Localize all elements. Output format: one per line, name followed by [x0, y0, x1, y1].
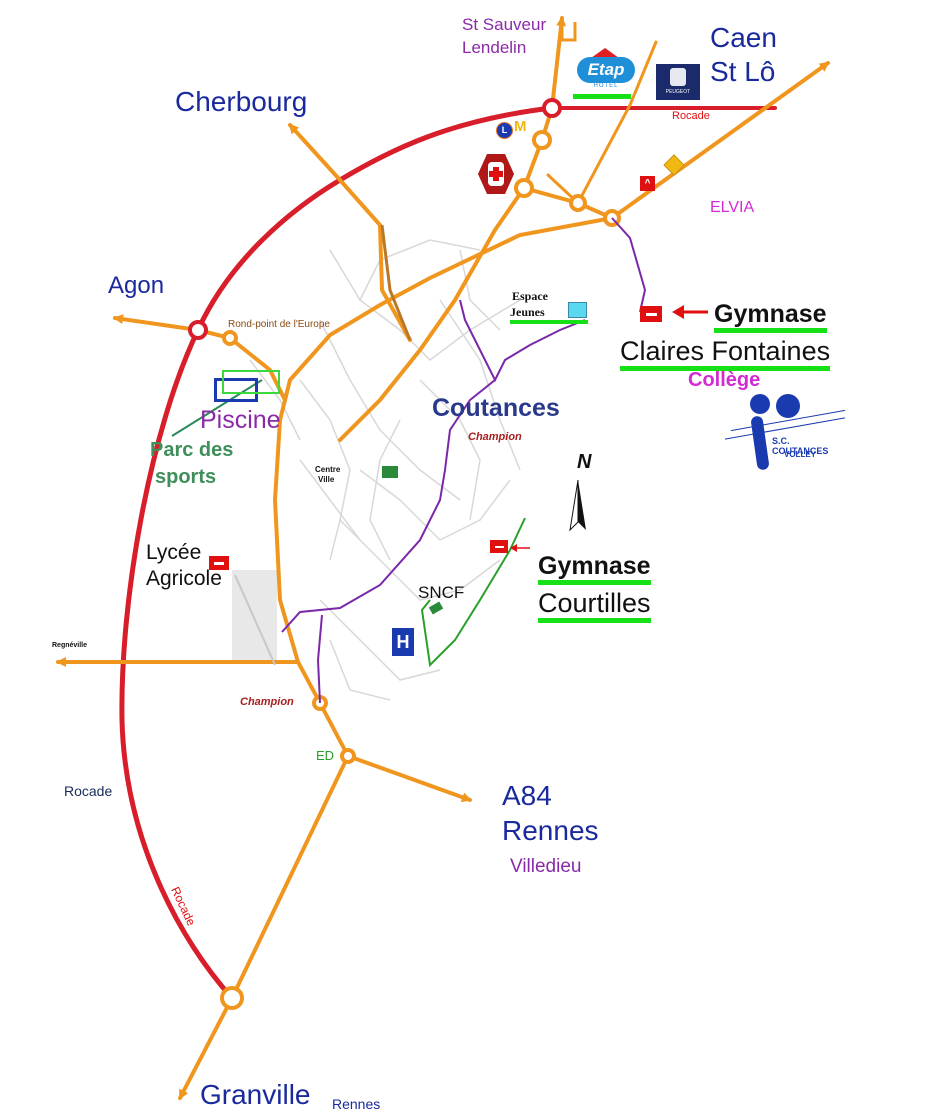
gymnase-courtilles-name: Courtilles	[538, 590, 651, 623]
town-streets	[249, 239, 521, 701]
centre-ville-line1: Centre	[315, 465, 341, 474]
leclerc-logo: L	[496, 122, 513, 139]
orange-spur	[560, 22, 577, 42]
espace-jeunes-line1: Espace	[512, 289, 548, 303]
destination-caen: Caen	[710, 22, 777, 53]
volley-text-line2: VOLLEY	[784, 450, 817, 459]
citroen-logo: ^	[640, 176, 655, 191]
elvia-label: ELVIA	[710, 199, 755, 216]
destination-st-sauveur: St Sauveur	[462, 15, 547, 34]
roundabouts	[220, 130, 621, 1010]
lycee-label-line1: Lycée	[146, 541, 202, 564]
destination-cherbourg: Cherbourg	[175, 86, 308, 117]
gymnase-courtilles-title: Gymnase	[538, 554, 651, 585]
green-path	[420, 517, 526, 668]
gymnase-claires-title: Gymnase	[714, 302, 827, 333]
espace-jeunes-underline	[510, 320, 588, 324]
college-label: Collège	[688, 369, 761, 391]
centre-ville-line2: Ville	[318, 475, 335, 484]
piscine-label: Piscine	[200, 406, 281, 434]
destination-villedieu: Villedieu	[510, 856, 582, 877]
destination-agon: Agon	[108, 272, 165, 299]
hospital-icon: H	[392, 628, 414, 656]
piscine-marker	[214, 378, 258, 402]
lycee-label-line2: Agricole	[146, 567, 222, 590]
north-arrow-icon	[569, 479, 586, 532]
espace-jeunes-line2: Jeunes	[510, 305, 545, 319]
rocade-label-left: Rocade	[64, 783, 113, 799]
parc-marker	[222, 370, 280, 394]
destination-st-lo: St Lô	[710, 56, 776, 87]
etap-hotel-sub: HOTEL	[593, 83, 619, 89]
arterial-roads	[56, 16, 830, 1100]
north-label: N	[577, 451, 592, 473]
volley-text-line1: S.C. COUTANCES	[772, 436, 829, 456]
roundabout-north	[542, 98, 562, 118]
etap-underline	[573, 94, 631, 99]
destination-rennes: Rennes	[502, 815, 599, 846]
automobile-club-logo	[478, 154, 514, 194]
peugeot-logo: PEUGEOT	[656, 64, 700, 100]
champion-bottom-label: Champion	[240, 696, 294, 708]
destination-regneville: Regnéville	[52, 642, 88, 649]
champion-top-label: Champion	[468, 431, 522, 443]
gym-marker-icon-claires	[640, 306, 662, 322]
roundabout-agon	[188, 320, 208, 340]
coutances-label: Coutances	[432, 394, 560, 422]
destination-granville: Granville	[200, 1079, 311, 1110]
destination-a84: A84	[502, 780, 552, 811]
bus-route	[281, 217, 647, 704]
etap-hotel-logo: Etap HOTEL	[577, 48, 635, 92]
lycee-road	[234, 574, 276, 666]
cathedral-icon	[382, 466, 398, 478]
parc-label-line2: sports	[155, 466, 217, 488]
gym-marker-icon-courtilles	[490, 540, 508, 553]
rocade-label-top: Rocade	[672, 110, 710, 122]
gymnase-claires-name: Claires Fontaines	[620, 338, 831, 371]
brown-road	[380, 224, 412, 341]
rocade-road	[119, 105, 777, 1001]
mcdonalds-logo: M	[514, 118, 527, 135]
parc-label-line1: Parc des	[150, 439, 234, 461]
arrow-left-icon	[672, 305, 708, 319]
arrow-left-icon-small	[510, 544, 530, 552]
destination-rennes-small: Rennes	[332, 1096, 381, 1112]
rond-point-europe-label: Rond-point de l'Europe	[228, 319, 330, 330]
volley-club-logo: S.C. COUTANCES VOLLEY	[724, 392, 846, 474]
peugeot-logo-text: PEUGEOT	[665, 89, 691, 95]
sncf-label: SNCF	[418, 583, 465, 602]
destination-lendelin: Lendelin	[462, 38, 527, 57]
espace-jeunes-icon	[568, 302, 587, 318]
lycee-marker-icon	[209, 556, 229, 570]
etap-logo-text: Etap	[577, 57, 635, 83]
ed-label: ED	[316, 748, 335, 763]
parc-pointer	[171, 379, 263, 437]
